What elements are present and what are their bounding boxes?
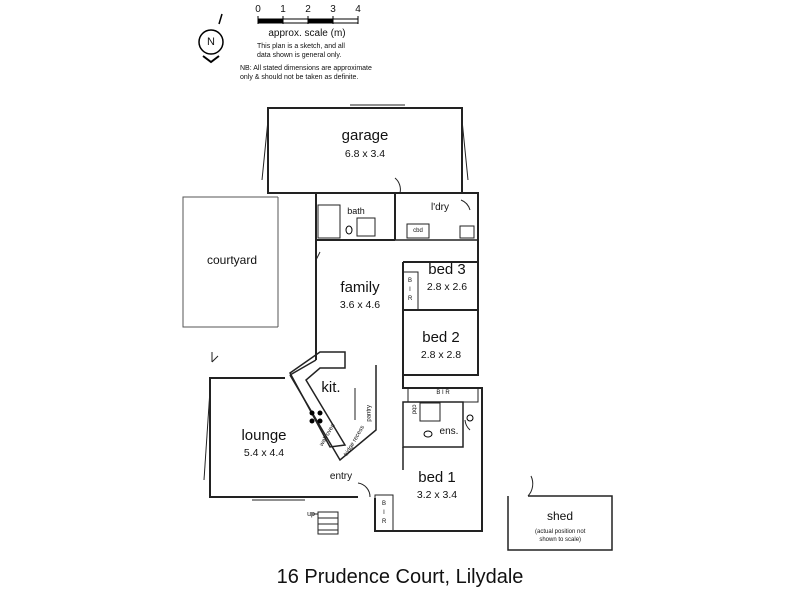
room-label-courtyard: courtyard [206, 253, 258, 267]
compass-letter: N [207, 36, 215, 48]
stove-icon [309, 410, 323, 424]
bir-label-bed1: B I R [382, 501, 387, 525]
room-label-ens: ens. [439, 426, 459, 437]
room-label-entry: entry [329, 471, 353, 482]
scale-tick: 4 [355, 4, 361, 15]
room-label-bath: bath [347, 206, 365, 216]
room-label-cbd-ens: cbd [410, 404, 417, 415]
scale-tick: 1 [280, 4, 286, 15]
property-address: 16 Prudence Court, Lilydale [276, 566, 524, 588]
room-dims-bed1: 3.2 x 3.4 [416, 489, 458, 501]
scale-bar [257, 16, 359, 24]
scale-tick: 0 [255, 4, 261, 15]
room-dims-bed2: 2.8 x 2.8 [420, 349, 462, 361]
room-label-bed1: bed 1 [418, 469, 456, 486]
bir-label-bed3: B I R [408, 278, 413, 302]
disclaimer: This plan is a sketch, and all data show… [257, 43, 345, 59]
room-label-family: family [340, 279, 380, 296]
room-dims-garage: 6.8 x 3.4 [344, 148, 386, 160]
room-label-bed3: bed 3 [428, 261, 466, 278]
room-label-shed: shed [546, 509, 574, 523]
stairs-label-up: up [307, 511, 315, 518]
scale-label: approx. scale (m) [268, 28, 346, 39]
scale-tick: 2 [305, 4, 311, 15]
shed-note: (actual position not shown to scale) [535, 529, 586, 543]
bir-label-bed2: B I R [436, 390, 450, 396]
room-label-ldry: l'dry [430, 202, 450, 213]
scale-tick: 3 [330, 4, 336, 15]
room-label-cbd: cbd [413, 228, 423, 234]
compass-icon [198, 13, 224, 64]
room-label-garage: garage [341, 127, 389, 144]
room-dims-lounge: 5.4 x 4.4 [243, 447, 285, 459]
room-label-bed2: bed 2 [422, 329, 460, 346]
room-dims-bed3: 2.8 x 2.6 [426, 281, 468, 293]
room-dims-family: 3.6 x 4.6 [339, 299, 381, 311]
nb-note: NB: All stated dimensions are approximat… [240, 65, 372, 81]
room-label-pantry: pantry [366, 404, 373, 422]
room-label-kit: kit. [321, 379, 341, 396]
room-label-lounge: lounge [241, 427, 287, 444]
